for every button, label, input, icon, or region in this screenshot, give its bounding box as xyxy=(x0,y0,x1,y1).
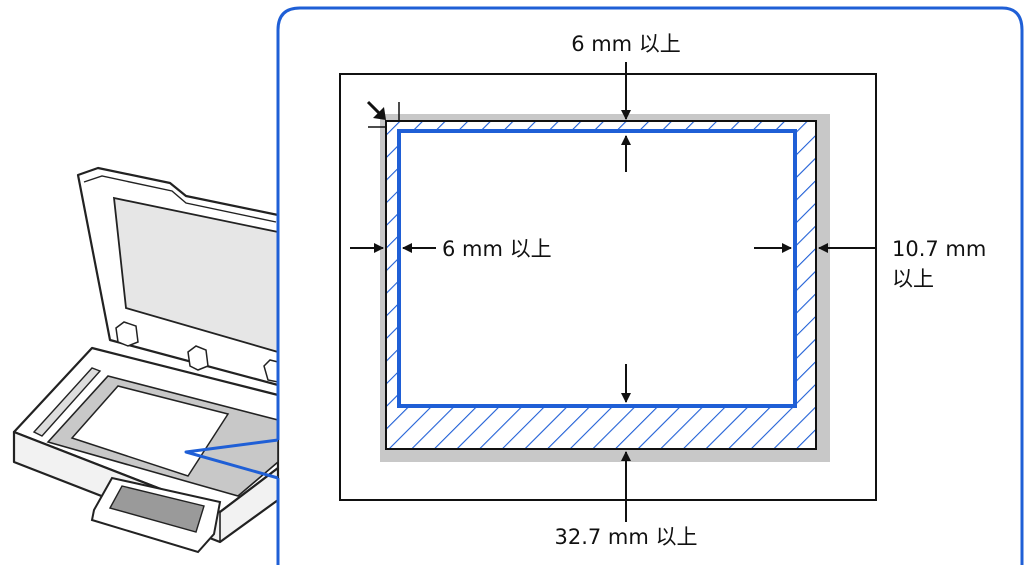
scannable-area xyxy=(397,129,797,408)
diagonal-arrow-icon xyxy=(366,100,400,128)
scanner-illustration xyxy=(12,166,280,554)
lid-hinge-middle xyxy=(187,345,209,371)
label-right-margin-line1: 10.7 mm xyxy=(892,237,986,261)
scanner-lid-rim xyxy=(83,175,277,223)
label-right-margin-line2: 以上 xyxy=(892,267,934,291)
label-left-margin: 6 mm 以上 xyxy=(442,237,552,261)
lid-hinge-left xyxy=(115,321,139,347)
callout-pointer xyxy=(184,438,279,480)
control-panel-screen xyxy=(108,485,205,533)
label-top-margin: 6 mm 以上 xyxy=(571,32,681,56)
callout-frame xyxy=(276,6,1024,565)
margin-diagram xyxy=(339,62,877,522)
document-guide xyxy=(32,367,102,437)
label-bottom-margin: 32.7 mm 以上 xyxy=(554,525,697,549)
